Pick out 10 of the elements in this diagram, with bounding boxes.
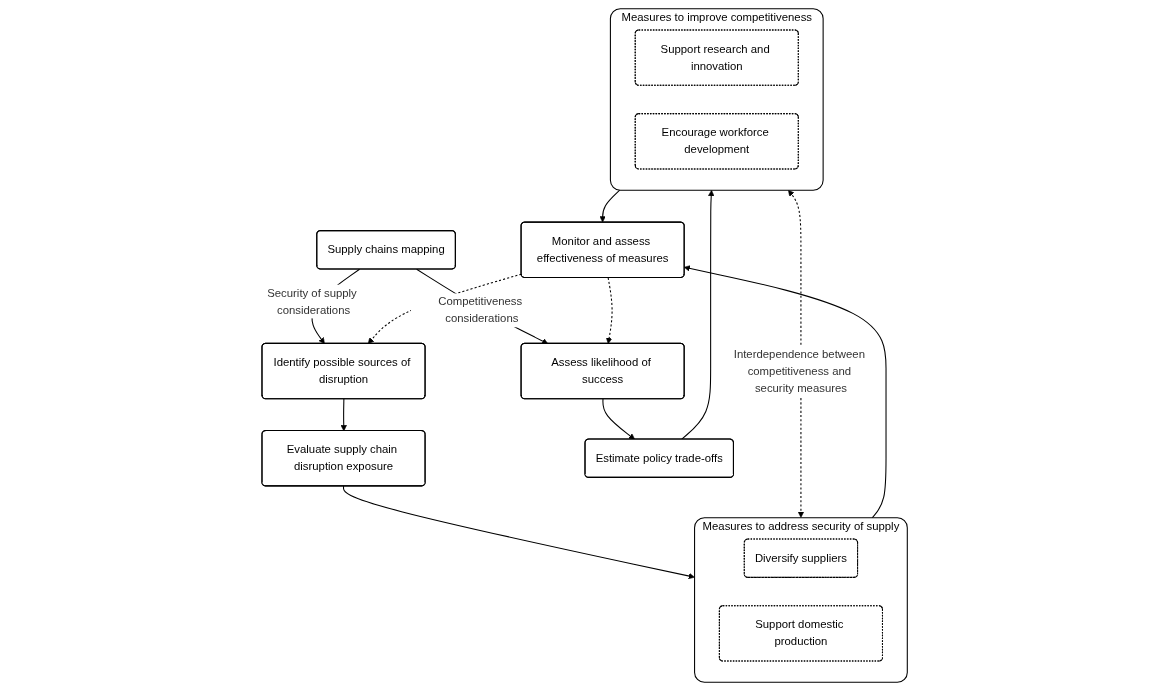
edge-label: Security of supply considerations <box>266 286 357 316</box>
arrow <box>340 398 347 432</box>
arrow <box>342 485 695 580</box>
edge-label: Competitiveness considerations <box>437 295 522 325</box>
arrow <box>683 265 887 519</box>
edge-label: Interdependence between competitiveness and security measures <box>733 347 865 394</box>
arrow <box>680 189 714 440</box>
arrow <box>599 189 620 223</box>
arrow <box>605 277 613 344</box>
arrow <box>601 398 635 440</box>
